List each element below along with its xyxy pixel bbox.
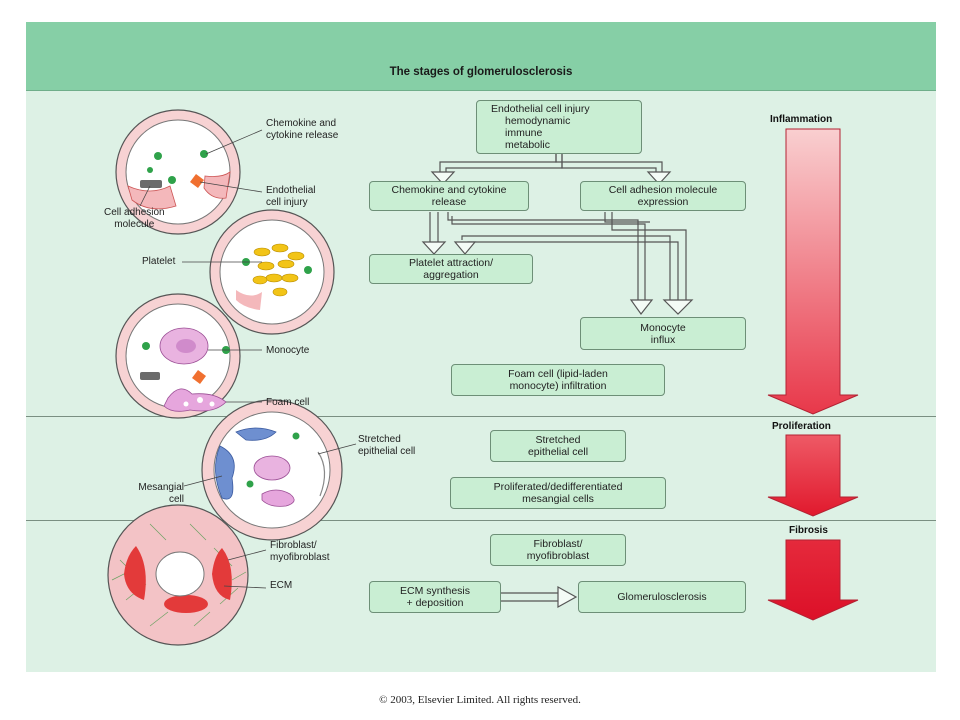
box-ecm-line2: + deposition (406, 597, 464, 609)
box-endothelial-injury: Endothelial cell injury hemodynamic immu… (476, 100, 642, 154)
box-stretched-line2: epithelial cell (527, 446, 589, 458)
label-mesangial: Mesangial cell (112, 482, 184, 505)
box-endothelial-item-hemodynamic: hemodynamic (505, 115, 571, 127)
label-stretched-line2: epithelial cell (358, 445, 416, 457)
proliferation-arrow (767, 434, 859, 517)
box-mesangial-line1: Proliferated/dedifferentiated (493, 481, 623, 493)
label-fibroblast: Fibroblast/ myofibroblast (270, 540, 329, 563)
box-fibroblast: Fibroblast/ myofibroblast (490, 534, 626, 566)
box-proliferated-mesangial: Proliferated/dedifferentiated mesangial … (450, 477, 666, 509)
box-endothelial-item-immune: immune (505, 127, 543, 139)
label-foam-cell: Foam cell (266, 397, 310, 408)
glomerulus-platelet-illustration (209, 209, 335, 335)
box-chemokine-line2: release (431, 196, 467, 208)
label-chemokine-cytokine: Chemokine and cytokine release (266, 118, 338, 141)
box-platelet-attraction: Platelet attraction/ aggregation (369, 254, 533, 284)
box-foam-cell-infiltration: Foam cell (lipid-laden monocyte) infiltr… (451, 364, 665, 396)
box-cell-adhesion-expression: Cell adhesion molecule expression (580, 181, 746, 211)
box-monocyte-line2: influx (650, 333, 676, 346)
box-monocyte-line1: Monocyte (640, 321, 686, 334)
box-stretched-line1: Stretched (535, 434, 581, 446)
box-foam-line2: monocyte) infiltration (509, 380, 607, 392)
title-band: The stages of glomerulosclerosis (26, 22, 936, 91)
inflammation-arrow (767, 128, 859, 415)
box-ecm-line1: ECM synthesis (399, 585, 471, 597)
label-platelet: Platelet (142, 256, 176, 267)
label-stretched-epithelial: Stretched epithelial cell (358, 434, 415, 457)
stage-divider-1 (26, 416, 936, 417)
label-adhesion-line1: Cell adhesion (104, 207, 165, 218)
box-foam-line1: Foam cell (lipid-laden (508, 368, 608, 380)
box-endothelial-injury-title: Endothelial cell injury (491, 103, 590, 115)
label-ecm: ECM (270, 580, 293, 591)
label-fibroblast-line2: myofibroblast (270, 551, 330, 563)
label-cell-adhesion: Cell adhesion molecule (104, 207, 165, 230)
stage-inflammation-label: Inflammation (770, 114, 833, 125)
label-endothelial-line2: cell injury (266, 196, 308, 208)
label-chemokine-line1: Chemokine and (266, 118, 337, 129)
box-glomerulosclerosis-text: Glomerulosclerosis (617, 591, 707, 603)
box-fibroblast-line2: myofibroblast (526, 550, 590, 562)
flow-connectors (429, 154, 687, 602)
label-chemokine-line2: cytokine release (266, 129, 339, 141)
label-mesangial-line2: cell (168, 493, 184, 505)
box-stretched-epithelial: Stretched epithelial cell (490, 430, 626, 462)
glomerulus-monocyte-illustration (115, 293, 241, 419)
label-endothelial-injury: Endothelial cell injury (266, 185, 315, 208)
flow-arrowheads (421, 171, 694, 609)
label-fibroblast-line1: Fibroblast/ (270, 540, 317, 551)
label-monocyte: Monocyte (266, 345, 310, 356)
box-monocyte-influx: Monocyte influx (580, 317, 746, 350)
diagram-title: The stages of glomerulosclerosis (389, 66, 573, 78)
stage-fibrosis-label: Fibrosis (789, 525, 828, 536)
glomerulus-proliferation-illustration (201, 399, 343, 541)
glomerulus-endothelial-illustration (115, 109, 241, 235)
stage-proliferation-label: Proliferation (772, 421, 831, 432)
box-chemokine-line1: Chemokine and cytokine (391, 184, 507, 196)
box-platelet-line1: Platelet attraction/ (408, 257, 494, 269)
fibrosis-arrow (767, 539, 859, 621)
glomerulus-fibrosis-illustration (107, 504, 249, 646)
label-stretched-line1: Stretched (358, 434, 401, 445)
box-chemokine-release: Chemokine and cytokine release (369, 181, 529, 211)
box-ecm-synthesis: ECM synthesis + deposition (369, 581, 501, 613)
box-fibroblast-line1: Fibroblast/ (533, 538, 583, 550)
box-endothelial-item-metabolic: metabolic (505, 139, 550, 151)
box-mesangial-line2: mesangial cells (522, 493, 594, 505)
label-adhesion-line2: molecule (114, 218, 155, 230)
stage-divider-2 (26, 520, 936, 521)
box-glomerulosclerosis: Glomerulosclerosis (578, 581, 746, 613)
label-mesangial-line1: Mesangial (138, 482, 184, 493)
box-adhesion-line2: expression (637, 196, 689, 208)
box-adhesion-line1: Cell adhesion molecule (608, 184, 718, 196)
box-platelet-line2: aggregation (423, 269, 479, 281)
leader-lines (139, 129, 357, 589)
copyright-notice: © 2003, Elsevier Limited. All rights res… (379, 694, 581, 706)
label-endothelial-line1: Endothelial (266, 185, 316, 196)
